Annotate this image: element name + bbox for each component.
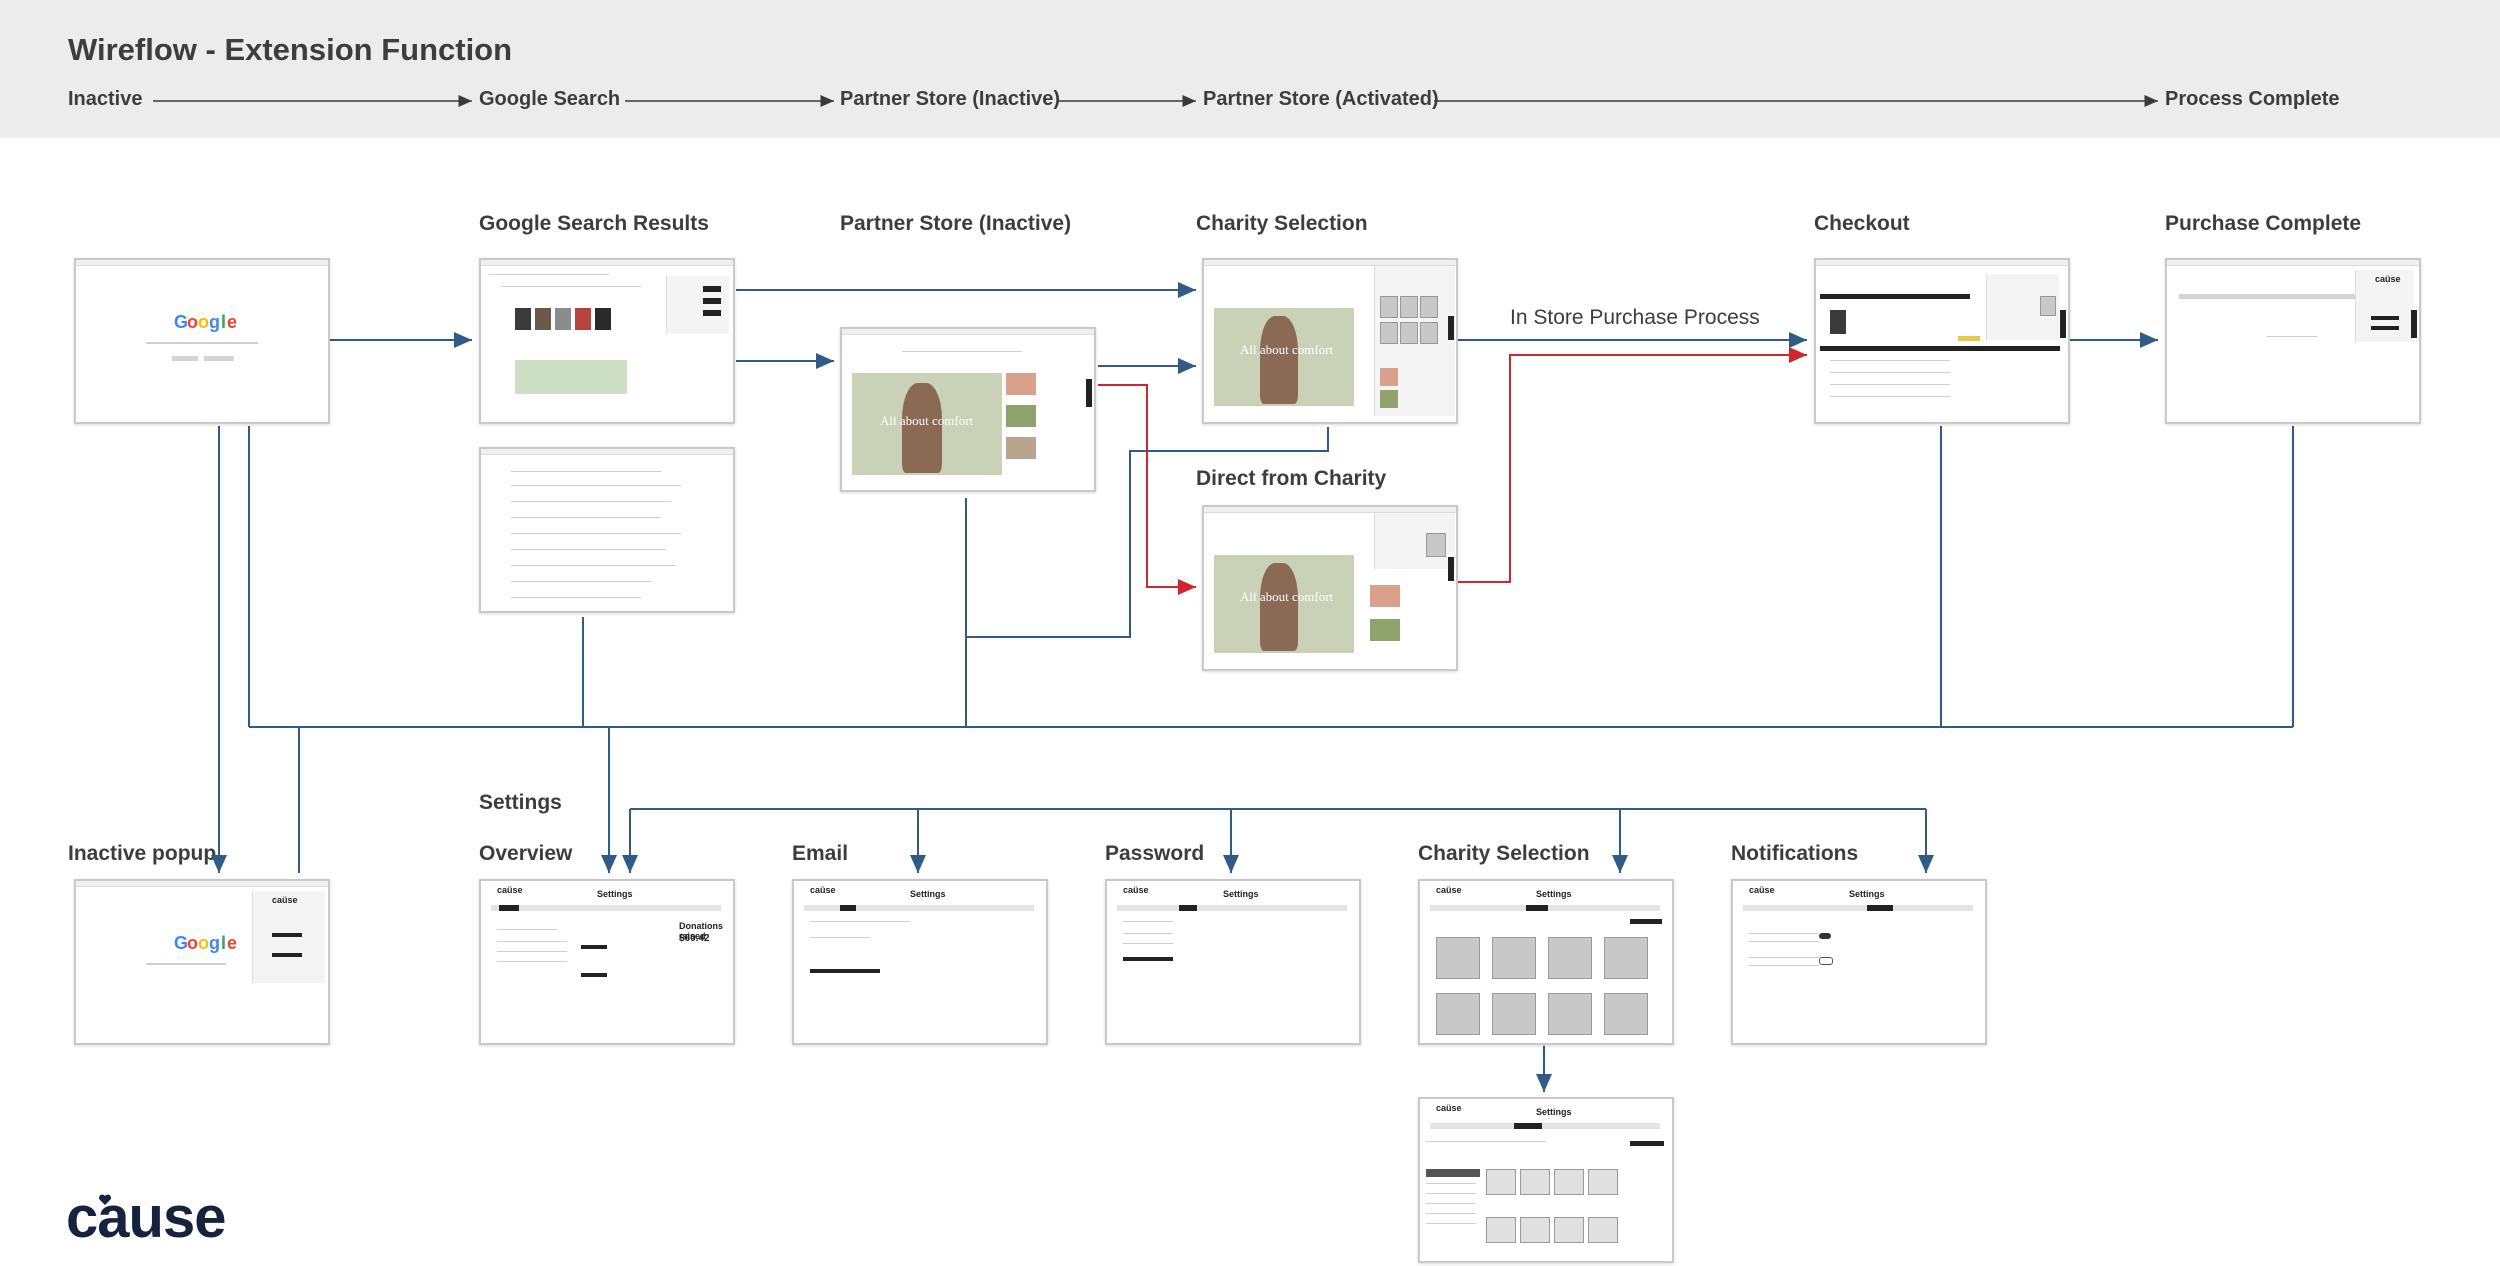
lucky-button[interactable]	[204, 356, 234, 361]
step-google-search: Google Search	[479, 88, 621, 110]
red-flow	[1098, 347, 1807, 595]
password-cause-logo: caüse	[1123, 885, 1149, 895]
store-hero-tagline: All about comfort	[880, 413, 974, 428]
frame-inactive-popup[interactable]: G o o g l e caüse	[74, 879, 330, 1045]
label-checkout: Checkout	[1814, 212, 1910, 235]
header-band	[0, 0, 2500, 138]
map-thumbnail	[515, 360, 627, 394]
label-settings: Settings	[479, 791, 562, 814]
frame-google-results-2[interactable]	[479, 447, 735, 613]
frame-settings-charity-detail[interactable]: caüse Settings	[1418, 1097, 1674, 1263]
label-password: Password	[1105, 842, 1205, 865]
direct-hero-tagline: All about comfort	[1240, 589, 1334, 604]
email-settings-title: Settings	[910, 889, 946, 899]
label-inactive-popup: Inactive popup	[68, 842, 217, 865]
step-inactive: Inactive	[68, 88, 143, 110]
email-save-button[interactable]	[810, 969, 880, 973]
frame-purchase-complete[interactable]: caüse	[2165, 258, 2421, 424]
blue-flow	[211, 282, 2294, 1092]
extension-panel	[666, 276, 729, 334]
heart-icon	[98, 1194, 112, 1205]
charity-detail-cause-logo: caüse	[1436, 1103, 1462, 1113]
frame-settings-password[interactable]: caüse Settings	[1105, 879, 1361, 1045]
frame-settings-charity[interactable]: caüse Settings	[1418, 879, 1674, 1045]
password-settings-title: Settings	[1223, 889, 1259, 899]
email-cause-logo: caüse	[810, 885, 836, 895]
notifications-cause-logo: caüse	[1749, 885, 1775, 895]
donations-label: Donations raised	[679, 921, 723, 941]
charity-settings-title: Settings	[1536, 889, 1572, 899]
label-settings-charity: Charity Selection	[1418, 842, 1590, 865]
label-partner-inactive: Partner Store (Inactive)	[840, 212, 1072, 235]
charity-hero-tagline: All about comfort	[1240, 342, 1334, 357]
overview-settings-title: Settings	[597, 889, 633, 899]
password-save-button[interactable]	[1123, 957, 1173, 961]
step-partner-inactive: Partner Store (Inactive)	[840, 88, 1061, 110]
frame-settings-notifications[interactable]: caüse Settings	[1731, 879, 1987, 1045]
arrow-partner-direct	[1098, 384, 1196, 595]
label-purchase-complete: Purchase Complete	[2165, 212, 2362, 235]
label-google-results: Google Search Results	[479, 212, 709, 235]
notifications-settings-title: Settings	[1849, 889, 1885, 899]
label-direct-charity: Direct from Charity	[1196, 467, 1387, 490]
arrow-direct-checkout	[1458, 347, 1807, 583]
frame-google-results[interactable]	[479, 258, 735, 424]
step-partner-activated: Partner Store (Activated)	[1203, 88, 1439, 110]
label-charity-selection: Charity Selection	[1196, 212, 1368, 235]
notification-toggle-1[interactable]	[1819, 933, 1831, 939]
complete-cause-logo: caüse	[2375, 274, 2401, 284]
frame-checkout[interactable]	[1814, 258, 2070, 424]
frame-charity-selection[interactable]: All about comfort	[1202, 258, 1458, 424]
popup-activate-button[interactable]	[272, 933, 302, 937]
frame-direct-charity[interactable]: All about comfort	[1202, 505, 1458, 671]
label-email: Email	[792, 842, 849, 865]
cause-logo: cause	[66, 1185, 226, 1250]
label-in-store-purchase: In Store Purchase Process	[1510, 306, 1760, 329]
page-title: Wireflow - Extension Function	[68, 32, 513, 67]
charity-detail-settings-title: Settings	[1536, 1107, 1572, 1117]
donations-value: $60.42	[679, 933, 710, 944]
search-box[interactable]	[146, 342, 258, 344]
popup-cause-logo: caüse	[272, 895, 298, 905]
popup-signin-button[interactable]	[272, 953, 302, 957]
step-process-complete: Process Complete	[2165, 88, 2340, 110]
label-overview: Overview	[479, 842, 573, 865]
inactive-popup-panel	[252, 891, 325, 983]
charity-cause-logo: caüse	[1436, 885, 1462, 895]
frame-partner-inactive[interactable]: All about comfort	[840, 327, 1096, 492]
label-notifications: Notifications	[1731, 842, 1859, 865]
frame-inactive[interactable]: G o o g l e	[74, 258, 330, 424]
frame-settings-email[interactable]: caüse Settings	[792, 879, 1048, 1045]
frame-settings-overview[interactable]: caüse Settings Donations raised $60.42	[479, 879, 735, 1045]
notification-toggle-2[interactable]	[1819, 957, 1833, 965]
overview-cause-logo: caüse	[497, 885, 523, 895]
search-button[interactable]	[172, 356, 198, 361]
